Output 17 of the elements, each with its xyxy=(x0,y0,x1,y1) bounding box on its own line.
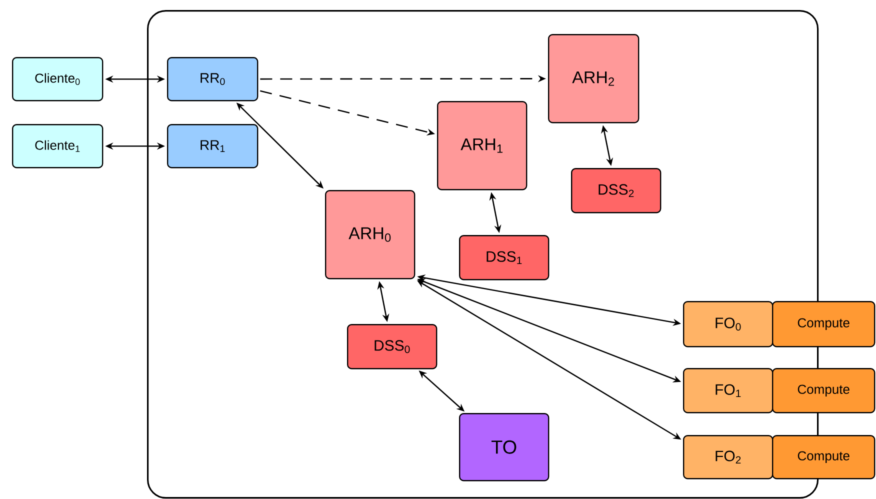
compute-box: Compute xyxy=(772,368,876,414)
storage-box: DSS$_{2}$ xyxy=(571,168,662,214)
client-box: Cliente$_{1}$ xyxy=(12,124,104,168)
handler-box: ARH$_{1}$ xyxy=(437,101,528,190)
router-box: RR$_{0}$ xyxy=(167,57,258,102)
handler-box: ARH$_{2}$ xyxy=(548,34,640,124)
frontend-box: FO$_{1}$ xyxy=(683,368,774,414)
storage-box: DSS$_{1}$ xyxy=(459,235,550,280)
compute-box: Compute xyxy=(772,435,876,480)
frontend-box: FO$_{2}$ xyxy=(683,435,774,480)
coordinator-box: TO xyxy=(459,413,550,482)
handler-box: ARH$_{0}$ xyxy=(325,190,416,280)
router-box: RR$_{1}$ xyxy=(167,124,258,168)
compute-box: Compute xyxy=(772,301,876,348)
client-box: Cliente$_{0}$ xyxy=(12,57,104,102)
storage-box: DSS$_{0}$ xyxy=(347,324,438,370)
frontend-box: FO$_{0}$ xyxy=(683,301,774,348)
